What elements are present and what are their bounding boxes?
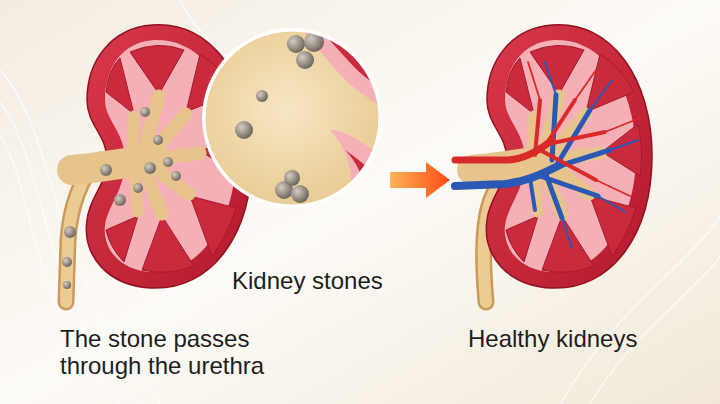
healthy-kidney <box>455 25 652 302</box>
label-text: Kidney stones <box>232 268 383 295</box>
label-text: Healthy kidneys <box>468 326 637 353</box>
magnified-view <box>200 28 390 208</box>
transition-arrow <box>390 162 450 198</box>
kidney-stone <box>62 107 181 289</box>
kidney-stone <box>235 32 324 203</box>
label-text: The stone passes through the urethra <box>60 326 296 380</box>
blood-vessels <box>455 62 640 248</box>
